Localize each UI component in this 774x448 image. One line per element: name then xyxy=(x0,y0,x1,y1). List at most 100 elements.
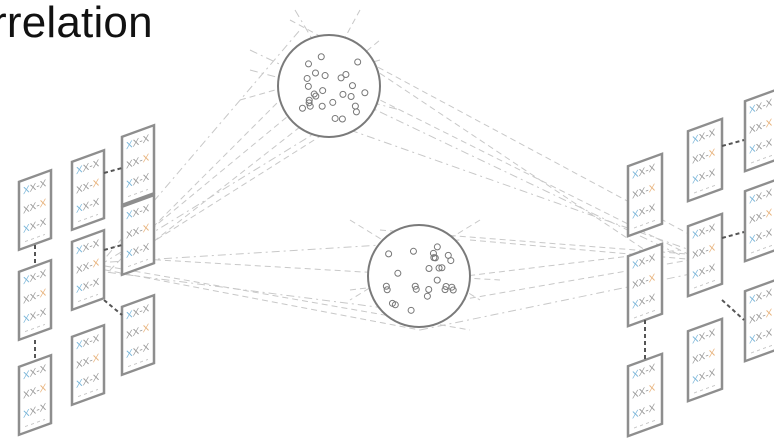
panel-glyph-text: XX-X xyxy=(23,402,46,421)
connection-line xyxy=(139,129,331,251)
right-panel: XX-XXX-XXX-X xyxy=(686,212,724,298)
panel-glyph-text: XX-X xyxy=(692,167,715,186)
panel-glyph-text: XX-X xyxy=(749,137,772,156)
panel-connector xyxy=(103,299,123,316)
left-panel: XX-XXX-XXX-X xyxy=(17,353,53,437)
right-panel: XX-XXX-XXX-X xyxy=(686,117,724,203)
dot-point xyxy=(305,96,313,104)
panel-glyph-text: XX-X xyxy=(749,97,772,116)
panel-glyph-text: XX-X xyxy=(692,222,715,241)
left-panel: XX-XXX-XXX-X xyxy=(120,193,156,277)
right-panel-grid: XX-XXX-XXX-XXX-XXX-XXX-XXX-XXX-XXX-XXX-X… xyxy=(626,87,774,438)
dot-point xyxy=(337,74,345,82)
panel-glyph-text: XX-X xyxy=(126,203,149,222)
connection-line xyxy=(289,19,701,241)
panel-glyph-text: XX-X xyxy=(23,363,46,382)
dot-point xyxy=(342,71,350,79)
dot-point xyxy=(442,282,450,290)
panel-glyph-text: XX-X xyxy=(126,222,149,241)
dot-point xyxy=(304,82,312,90)
panel-glyph-text: XX-X xyxy=(692,367,715,386)
panel-glyph-text: XX-X xyxy=(749,327,772,346)
panel-connector xyxy=(103,244,123,251)
panel-glyph-text: XX-X xyxy=(632,162,655,181)
left-panel: XX-XXX-XXX-X xyxy=(120,293,156,377)
dot-point xyxy=(339,90,347,98)
dot-point xyxy=(441,286,449,294)
dot-point xyxy=(435,264,443,272)
dot-point xyxy=(409,247,417,255)
dot-point xyxy=(303,74,311,82)
panel-glyph-text: XX-X xyxy=(126,322,149,341)
right-panel: XX-XXX-XXX-X xyxy=(626,352,664,438)
dot-point xyxy=(305,99,313,107)
connection-line xyxy=(94,29,301,271)
right-panel: XX-XXX-XXX-X xyxy=(626,152,664,238)
panel-glyph-text: XX-X xyxy=(23,217,46,236)
right-panel: XX-XXX-XXX-X xyxy=(743,87,774,173)
panel-glyph-text: XX-X xyxy=(692,347,715,366)
dot-point xyxy=(382,282,390,290)
panel-glyph-text: XX-X xyxy=(23,307,46,326)
left-panel: XX-XXX-XXX-X xyxy=(70,323,106,407)
dot-point xyxy=(407,306,415,314)
panel-connector xyxy=(103,167,123,174)
panel-connector xyxy=(721,231,745,239)
page-title: rrelation xyxy=(0,0,153,47)
panel-glyph-text: XX-X xyxy=(632,182,655,201)
panel-glyph-text: XX-X xyxy=(23,178,46,197)
dot-point xyxy=(317,53,325,61)
dot-point xyxy=(351,102,359,110)
dot-point xyxy=(312,92,320,100)
panel-glyph-text: XX-X xyxy=(23,197,46,216)
panel-glyph-text: XX-X xyxy=(23,382,46,401)
dot-point xyxy=(331,114,339,122)
panel-glyph-text: XX-X xyxy=(126,242,149,261)
connection-line xyxy=(349,219,481,301)
panel-glyph-text: XX-X xyxy=(126,342,149,361)
dot-point xyxy=(429,249,437,257)
panel-glyph-text: XX-X xyxy=(76,158,99,177)
panel-connector xyxy=(721,299,745,321)
connection-line xyxy=(299,59,721,271)
dot-point xyxy=(412,285,420,293)
dot-point xyxy=(329,98,337,106)
panel-glyph-text: XX-X xyxy=(749,187,772,206)
panel-glyph-text: XX-X xyxy=(76,238,99,257)
dot-point xyxy=(347,93,355,101)
top-dot-circle xyxy=(277,34,381,138)
panel-glyph-text: XX-X xyxy=(76,372,99,391)
dot-point xyxy=(391,301,399,309)
left-panel: XX-XXX-XXX-X xyxy=(17,258,53,342)
panel-glyph-text: XX-X xyxy=(23,287,46,306)
panel-connector xyxy=(721,139,745,147)
panel-glyph-text: XX-X xyxy=(23,268,46,287)
panel-glyph-text: XX-X xyxy=(692,262,715,281)
panel-glyph-text: XX-X xyxy=(749,207,772,226)
panel-glyph-text: XX-X xyxy=(632,272,655,291)
left-panel: XX-XXX-XXX-X xyxy=(70,228,106,312)
dot-point xyxy=(321,72,329,80)
panel-glyph-text: XX-X xyxy=(632,402,655,421)
connection-line xyxy=(104,265,471,331)
panel-glyph-text: XX-X xyxy=(632,382,655,401)
dot-point xyxy=(319,87,327,95)
dot-point xyxy=(394,269,402,277)
panel-glyph-text: XX-X xyxy=(749,117,772,136)
panel-glyph-text: XX-X xyxy=(749,227,772,246)
dot-point xyxy=(305,60,313,68)
panel-glyph-text: XX-X xyxy=(76,352,99,371)
dot-point xyxy=(311,69,319,77)
connection-line xyxy=(349,219,481,301)
left-panel: XX-XXX-XXX-X xyxy=(120,123,156,207)
bottom-dot-circle xyxy=(367,224,471,328)
left-panel: XX-XXX-XXX-X xyxy=(70,148,106,232)
connection-line xyxy=(294,9,361,121)
left-panel-grid: XX-XXX-XXX-XXX-XXX-XXX-XXX-XXX-XXX-XXX-X… xyxy=(17,123,156,437)
dot-point xyxy=(338,115,346,123)
panel-glyph-text: XX-X xyxy=(126,172,149,191)
panel-glyph-text: XX-X xyxy=(632,202,655,221)
connection-line xyxy=(89,269,401,311)
panel-glyph-text: XX-X xyxy=(692,147,715,166)
panel-glyph-text: XX-X xyxy=(692,127,715,146)
